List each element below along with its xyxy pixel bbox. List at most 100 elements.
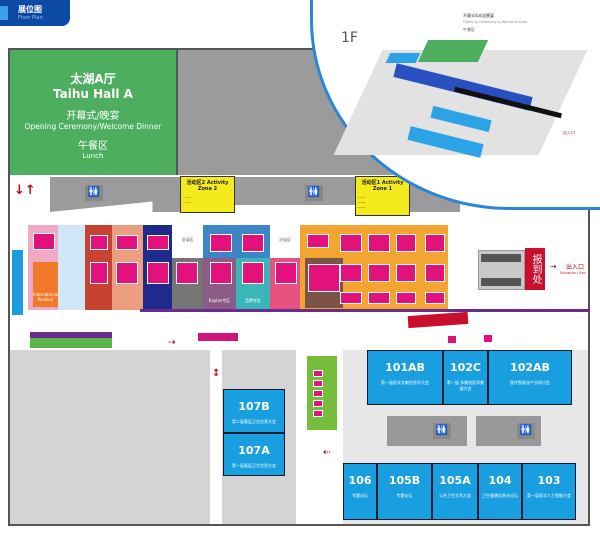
room-102ab[interactable]: 102AB 医疗智能化产业研讨会 (488, 350, 572, 405)
direction-arrow-icon: ⇠ (323, 448, 331, 458)
header-tab: 展位图 Floor Plan (0, 0, 70, 26)
booth[interactable] (242, 262, 264, 284)
room-desc: 第一届医学文献信息学大会 (381, 380, 429, 385)
room-id: 102AB (510, 361, 550, 374)
direction-arrow-icon: ⇢ (168, 338, 176, 348)
room-101ab[interactable]: 101AB 第一届医学文献信息学大会 (367, 350, 443, 405)
lunch-en: Lunch (82, 152, 104, 160)
booth[interactable] (313, 410, 323, 417)
activity-zone-2[interactable]: 活动区2 Activity Zone 2············ (180, 176, 235, 213)
booth[interactable] (313, 400, 323, 407)
restroom-icon: 🚻 (517, 423, 535, 439)
booth[interactable] (313, 370, 323, 377)
booth[interactable] (90, 235, 108, 250)
booth[interactable] (147, 262, 169, 284)
room-desc: 专题论坛 (396, 493, 413, 498)
booth[interactable] (210, 262, 232, 284)
booth[interactable] (210, 234, 232, 252)
booth[interactable] (275, 262, 297, 284)
booth[interactable] (116, 262, 138, 284)
room-id: 105A (439, 474, 471, 487)
booth[interactable] (308, 264, 340, 292)
taihu-hall-a[interactable]: 太湖A厅 Taihu Hall A 开幕式/晚宴 Opening Ceremon… (10, 50, 178, 175)
room-desc: 专题论坛 (352, 493, 368, 498)
inset-hall-a (417, 40, 489, 62)
direction-arrow-icon: ↕ (212, 368, 221, 379)
room-106[interactable]: 106 专题论坛 (343, 463, 377, 520)
booth[interactable] (340, 234, 362, 252)
restroom-icon: 🚻 (305, 185, 323, 201)
inset-lunch: 午餐区 (463, 27, 475, 32)
room-id: 107A (238, 444, 270, 457)
booth[interactable] (396, 292, 416, 304)
booth-area-lightblue[interactable] (58, 225, 85, 310)
hall-name-cn: 太湖A厅 (70, 72, 116, 86)
entrance-arrow-icon: ⇢ (550, 262, 557, 271)
inset-entrance: 出入口 (563, 130, 575, 135)
booth[interactable] (340, 264, 362, 282)
international-pavilion[interactable]: International Pavilion (33, 262, 59, 307)
restroom-block (387, 416, 467, 446)
room-desc: 公共卫生学术大会 (439, 493, 471, 498)
booth[interactable] (33, 233, 55, 250)
restroom-icon: 🚻 (433, 423, 451, 439)
room-desc: 第二届基层卫生信息大会 (232, 419, 276, 424)
booth[interactable] (90, 262, 108, 284)
room-105a[interactable]: 105A 公共卫生学术大会 (432, 463, 478, 520)
booth[interactable] (483, 334, 493, 343)
booth[interactable] (447, 335, 457, 344)
booth[interactable] (425, 292, 445, 304)
hall-event-cn: 开幕式/晚宴 (66, 111, 120, 122)
booth[interactable] (313, 390, 323, 397)
booth[interactable] (147, 235, 169, 250)
booth[interactable] (116, 235, 138, 250)
hall-name-en: Taihu Hall A (53, 87, 133, 101)
lunch-cn: 午餐区 (78, 141, 108, 152)
room-105b[interactable]: 105B 专题论坛 (377, 463, 432, 520)
registration-desk-label[interactable]: 报到处 (525, 248, 545, 290)
entrance-exit-cn: 出入口 (566, 264, 585, 271)
booth[interactable] (425, 234, 445, 252)
booth[interactable] (396, 264, 416, 282)
booth-row[interactable] (197, 332, 239, 342)
room-id: 106 (348, 474, 372, 487)
room-id: 104 (488, 474, 512, 487)
booth[interactable] (340, 292, 362, 304)
room-desc: 第一届医学人工智能大会 (527, 493, 571, 498)
floor-label: 1F (341, 30, 358, 46)
stairs-arrows-icon: ↓↑ (14, 183, 36, 198)
booth[interactable] (307, 234, 329, 248)
room-desc: 医疗智能化产业研讨会 (510, 380, 550, 385)
booth[interactable] (368, 264, 390, 282)
header-accent (0, 6, 8, 20)
room-id: 103 (537, 474, 561, 487)
booth[interactable] (368, 234, 390, 252)
booth[interactable] (313, 380, 323, 387)
room-104[interactable]: 104 卫生健康信息化论坛 (478, 463, 522, 520)
booth[interactable] (396, 234, 416, 252)
entrance-exit-en: Entrance | Exit (560, 271, 586, 275)
restroom-icon: 🚻 (85, 185, 103, 201)
booth[interactable] (425, 264, 445, 282)
hall-event-en: Opening Ceremony/Welcome Dinner (24, 122, 162, 131)
booth[interactable] (176, 262, 198, 284)
activity-zone-1[interactable]: 活动区1 Activity Zone 1·················· (355, 176, 410, 216)
desk (481, 278, 521, 286)
booth[interactable] (242, 234, 264, 252)
header-title: 展位图 (18, 5, 42, 14)
inset-legend-en: Opening Ceremony & Welcome Gala (463, 20, 527, 24)
room-103[interactable]: 103 第一届医学人工智能大会 (522, 463, 576, 520)
room-id: 102C (449, 361, 482, 374)
room-id: 105B (388, 474, 421, 487)
room-id: 101AB (385, 361, 425, 374)
green-exhibit-strip[interactable] (30, 332, 112, 348)
room-desc: 卫生健康信息化论坛 (482, 493, 518, 498)
corridor-line (140, 309, 590, 312)
lower-left-area (10, 350, 210, 524)
booth[interactable] (368, 292, 390, 304)
left-info-bar (12, 250, 23, 315)
desk (481, 254, 521, 262)
